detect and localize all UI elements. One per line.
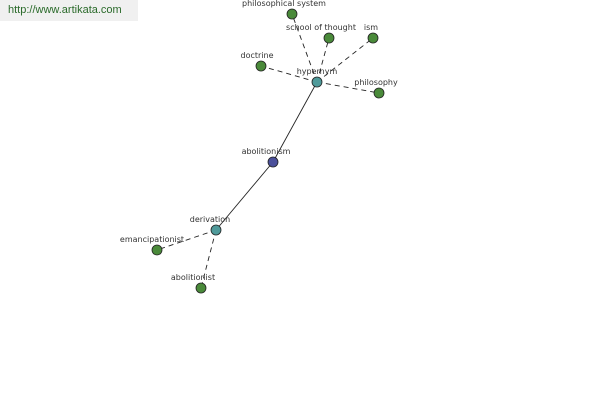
node-ism[interactable]: ism: [364, 23, 379, 44]
node-philosophy[interactable]: philosophy: [354, 78, 398, 99]
leaf-node-marker[interactable]: [195, 282, 207, 294]
edge-hypernym-philosophical-system: [291, 13, 318, 83]
edge-derivation-abolitionist: [200, 229, 217, 289]
edge-abolitionism-derivation: [215, 161, 274, 231]
leaf-node-marker[interactable]: [323, 32, 335, 44]
node-label: school of thought: [286, 23, 356, 32]
node-doctrine[interactable]: doctrine: [240, 51, 274, 72]
leaf-node-marker[interactable]: [367, 32, 379, 44]
node-label: abolitionism: [242, 147, 291, 156]
edge-hypernym-doctrine: [260, 65, 318, 83]
node-label: abolitionist: [171, 273, 215, 282]
leaf-node-marker[interactable]: [286, 8, 298, 20]
node-hypernym[interactable]: hypernym: [297, 67, 338, 88]
node-label: derivation: [190, 215, 230, 224]
hub-node-marker[interactable]: [311, 76, 323, 88]
node-label: philosophy: [354, 78, 398, 87]
node-abolitionism[interactable]: abolitionism: [242, 147, 291, 168]
site-url-link[interactable]: http://www.artikata.com: [8, 4, 122, 16]
node-school-of-thought[interactable]: school of thought: [286, 23, 356, 44]
edge-derivation-emancipationist: [156, 229, 217, 251]
root-node-marker[interactable]: [267, 156, 279, 168]
node-label: emancipationist: [120, 235, 184, 244]
node-label: hypernym: [297, 67, 338, 76]
edge-hypernym-school-of-thought: [316, 37, 330, 83]
edge-hypernym-philosophy: [316, 81, 380, 94]
node-label: ism: [364, 23, 378, 32]
node-abolitionist[interactable]: abolitionist: [171, 273, 215, 294]
leaf-node-marker[interactable]: [151, 244, 163, 256]
node-derivation[interactable]: derivation: [190, 215, 230, 236]
node-label: doctrine: [240, 51, 273, 60]
site-url-badge[interactable]: http://www.artikata.com: [0, 0, 138, 21]
node-philosophical-system[interactable]: philosophical system: [242, 0, 326, 20]
node-label: philosophical system: [242, 0, 326, 8]
edge-abolitionism-hypernym: [272, 81, 318, 163]
leaf-node-marker[interactable]: [255, 60, 267, 72]
edge-hypernym-ism: [316, 37, 374, 83]
hub-node-marker[interactable]: [210, 224, 222, 236]
node-emancipationist[interactable]: emancipationist: [120, 235, 184, 256]
leaf-node-marker[interactable]: [373, 87, 385, 99]
